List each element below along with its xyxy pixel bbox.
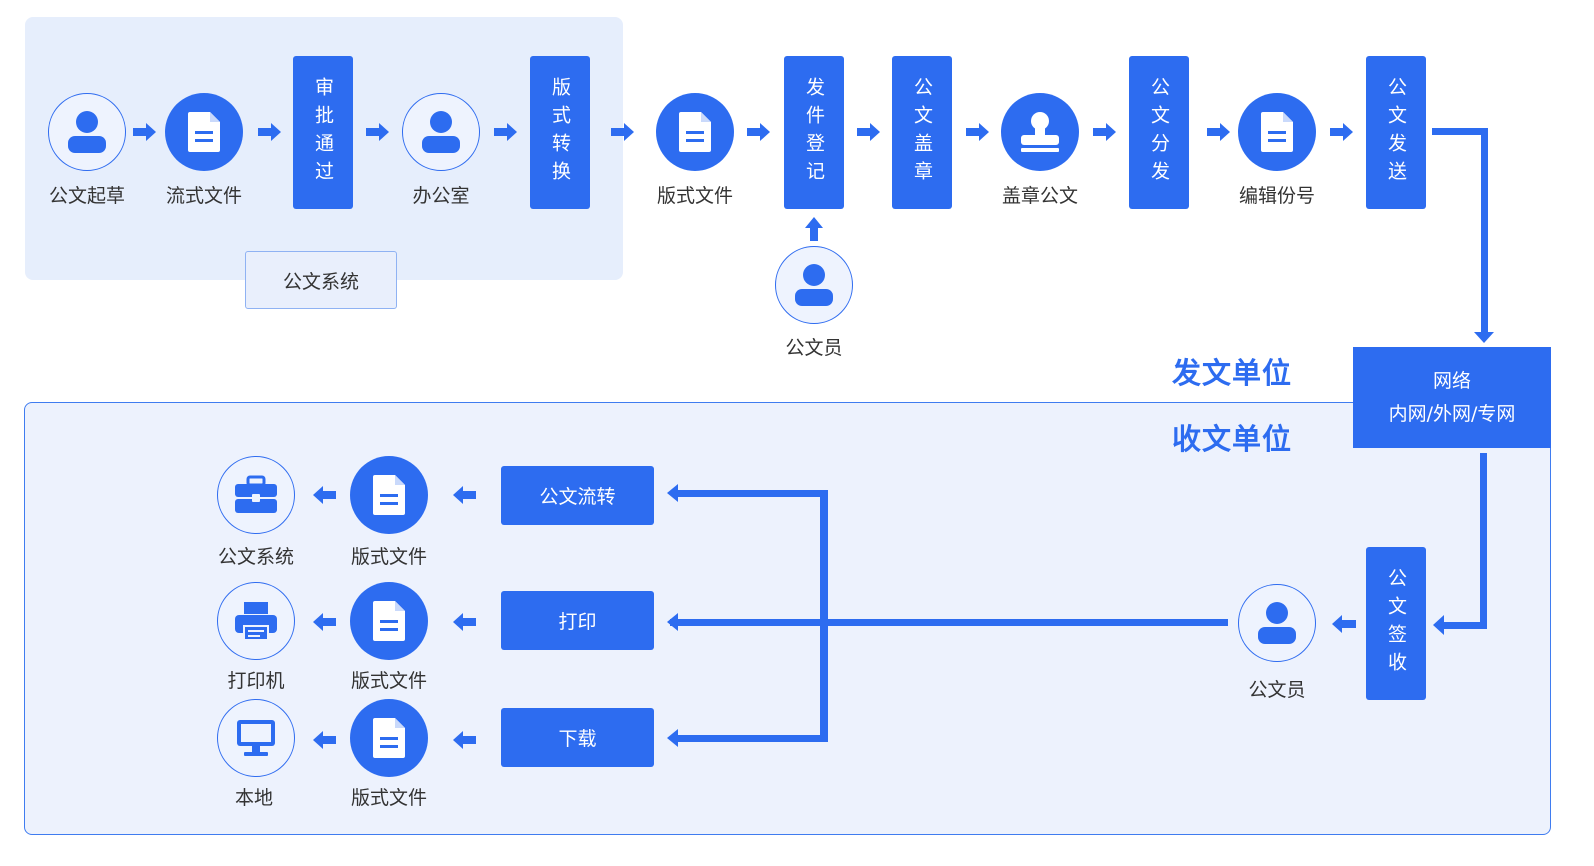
arrow-left-icon <box>453 731 476 749</box>
layout-file-label-b: 版式文件 <box>350 670 427 692</box>
sign-step: 公文签收 <box>1366 547 1426 700</box>
document-system-label: 公文系统 <box>245 251 397 309</box>
user-icon <box>422 111 460 153</box>
arrow-left-icon <box>313 731 336 749</box>
approve-step-label: 审批通过 <box>312 76 334 189</box>
arrow-left-icon <box>453 613 476 631</box>
arrow-right-icon <box>133 123 156 141</box>
user-icon <box>68 111 106 153</box>
doc-system-label: 公文系统 <box>217 546 294 568</box>
document-icon <box>679 112 711 152</box>
arrow-right-icon <box>366 123 389 141</box>
arrow-right-icon <box>1330 123 1353 141</box>
printer-node <box>217 582 295 660</box>
layout-file-node <box>656 93 734 171</box>
printer-icon <box>235 602 277 641</box>
arrow-left-icon <box>453 486 476 504</box>
stamp-step: 公文盖章 <box>892 56 952 209</box>
network-box: 网络 内网/外网/专网 <box>1353 347 1551 448</box>
document-icon <box>373 601 405 641</box>
printer-label: 打印机 <box>227 670 285 692</box>
computer-icon <box>237 720 275 756</box>
print-action-box: 打印 <box>501 591 654 650</box>
arrow-right-icon <box>857 123 880 141</box>
stamp-step-label: 公文盖章 <box>911 76 933 189</box>
receive-connector <box>1433 453 1487 635</box>
flow-file-node <box>165 93 243 171</box>
document-icon <box>373 475 405 515</box>
receiver-clerk-node <box>1238 584 1316 662</box>
format-convert-label: 版式转换 <box>549 76 571 189</box>
edit-number-node <box>1238 93 1316 171</box>
send-step: 公文发送 <box>1366 56 1426 209</box>
briefcase-icon <box>235 475 277 513</box>
sign-step-label: 公文签收 <box>1385 567 1407 680</box>
arrow-right-icon <box>966 123 989 141</box>
send-connector <box>1432 128 1494 343</box>
distribution-connector <box>667 484 1228 747</box>
user-icon <box>1258 602 1296 644</box>
local-node <box>217 699 295 777</box>
arrow-up-icon <box>805 217 823 241</box>
receiver-unit-title: 收文单位 <box>1172 422 1293 456</box>
doc-system-node <box>217 456 295 534</box>
layout-file-label: 版式文件 <box>656 185 733 207</box>
draft-user-label: 公文起草 <box>48 185 125 207</box>
office-label: 办公室 <box>412 185 470 207</box>
approve-step: 审批通过 <box>293 56 353 209</box>
local-label: 本地 <box>234 787 273 809</box>
arrow-right-icon <box>1093 123 1116 141</box>
arrow-right-icon <box>747 123 770 141</box>
layout-file-node-c <box>350 699 428 777</box>
flow-file-label: 流式文件 <box>165 185 242 207</box>
download-action-box: 下载 <box>501 708 654 767</box>
arrow-right-icon <box>611 123 634 141</box>
layout-file-node-b <box>350 582 428 660</box>
edit-number-label: 编辑份号 <box>1238 185 1315 207</box>
office-node <box>402 93 480 171</box>
register-step: 发件登记 <box>784 56 844 209</box>
layout-file-label-c: 版式文件 <box>350 787 427 809</box>
receiver-clerk-label: 公文员 <box>1248 679 1306 701</box>
arrow-left-icon <box>1332 615 1356 633</box>
layout-file-label-a: 版式文件 <box>350 546 427 568</box>
register-step-label: 发件登记 <box>803 76 825 189</box>
user-icon <box>795 264 833 306</box>
stamped-doc-node <box>1001 93 1079 171</box>
document-icon <box>188 112 220 152</box>
clerk-label: 公文员 <box>785 337 843 359</box>
network-line-1: 网络 <box>1432 369 1471 392</box>
arrow-right-icon <box>258 123 281 141</box>
send-step-label: 公文发送 <box>1385 76 1407 189</box>
distribute-step-label: 公文分发 <box>1148 76 1170 189</box>
network-line-2: 内网/外网/专网 <box>1388 402 1516 425</box>
clerk-node <box>775 246 853 324</box>
arrow-left-icon <box>313 486 336 504</box>
arrow-left-icon <box>313 613 336 631</box>
distribute-step: 公文分发 <box>1129 56 1189 209</box>
sender-unit-title: 发文单位 <box>1172 356 1293 390</box>
stamped-doc-label: 盖章公文 <box>1001 185 1078 207</box>
document-icon <box>1261 112 1293 152</box>
arrow-right-icon <box>494 123 517 141</box>
stamp-icon <box>1021 112 1059 152</box>
arrow-right-icon <box>1207 123 1230 141</box>
flow-action-box: 公文流转 <box>501 466 654 525</box>
format-convert-step: 版式转换 <box>530 56 590 209</box>
draft-user-node <box>48 93 126 171</box>
layout-file-node-a <box>350 456 428 534</box>
document-icon <box>373 718 405 758</box>
